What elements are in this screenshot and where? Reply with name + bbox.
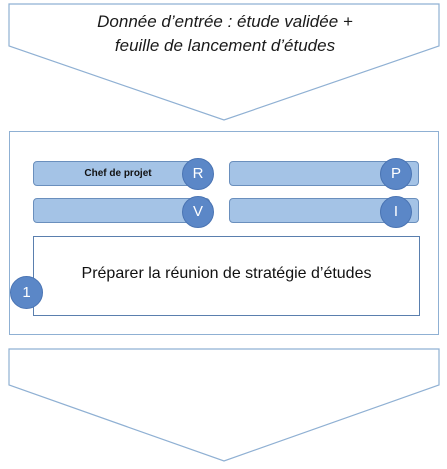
role-label-p <box>244 162 384 185</box>
input-description: Donnée d’entrée : étude validée + feuill… <box>40 10 410 58</box>
output-chevron <box>0 345 447 469</box>
role-label-responsible: Chef de projet <box>84 168 152 179</box>
role-label-v <box>48 199 188 222</box>
role-badge-r: R <box>182 158 214 190</box>
role-label-i <box>244 199 384 222</box>
input-line-2: feuille de lancement d’études <box>114 36 336 55</box>
role-badge-v: V <box>182 196 214 228</box>
role-bar-v <box>33 198 210 223</box>
task-title: Préparer la réunion de stratégie d’étude… <box>81 265 372 282</box>
role-bar-responsible: Chef de projet <box>33 161 210 186</box>
step-number-badge: 1 <box>10 276 43 309</box>
task-box: Préparer la réunion de stratégie d’étude… <box>33 236 420 316</box>
role-badge-p: P <box>380 158 412 190</box>
role-badge-i: I <box>380 196 412 228</box>
input-chevron <box>0 0 447 125</box>
input-line-1: Donnée d’entrée : étude validée + <box>97 12 353 31</box>
